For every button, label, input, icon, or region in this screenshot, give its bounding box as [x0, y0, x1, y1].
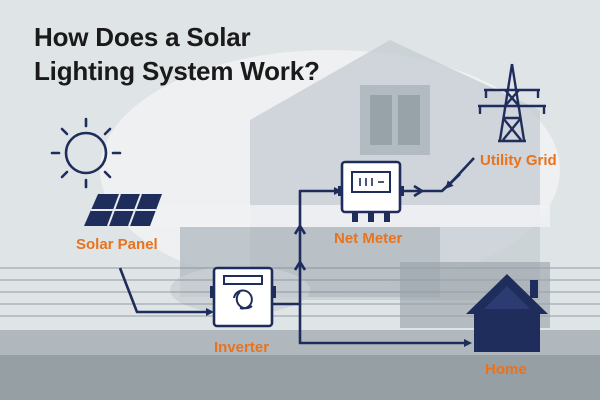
page-title: How Does a Solar Lighting System Work?	[34, 20, 320, 88]
solar-panel-icon	[84, 193, 162, 227]
title-line-1: How Does a Solar	[34, 22, 251, 52]
transmission-tower-icon	[478, 63, 546, 143]
connector-grid-to-meter	[445, 157, 475, 189]
arrow-up-marker	[293, 225, 307, 235]
connector-lines	[118, 157, 475, 347]
home-icon	[466, 274, 548, 352]
sun-icon	[50, 117, 122, 189]
arrow-down-marker	[293, 261, 307, 271]
arrow-right-marker	[413, 184, 424, 198]
title-line-2: Lighting System Work?	[34, 56, 320, 86]
connector-inverter-to-meter	[272, 187, 342, 306]
label-solar-panel: Solar Panel	[76, 236, 158, 253]
label-home: Home	[485, 361, 527, 378]
connector-inverter-to-home	[298, 304, 472, 347]
connector-solar-to-inverter	[118, 267, 214, 316]
inverter-icon	[210, 266, 276, 328]
label-inverter: Inverter	[214, 339, 270, 356]
label-net-meter: Net Meter	[334, 230, 403, 247]
label-utility-grid: Utility Grid	[480, 152, 557, 169]
net-meter-icon	[338, 160, 404, 222]
